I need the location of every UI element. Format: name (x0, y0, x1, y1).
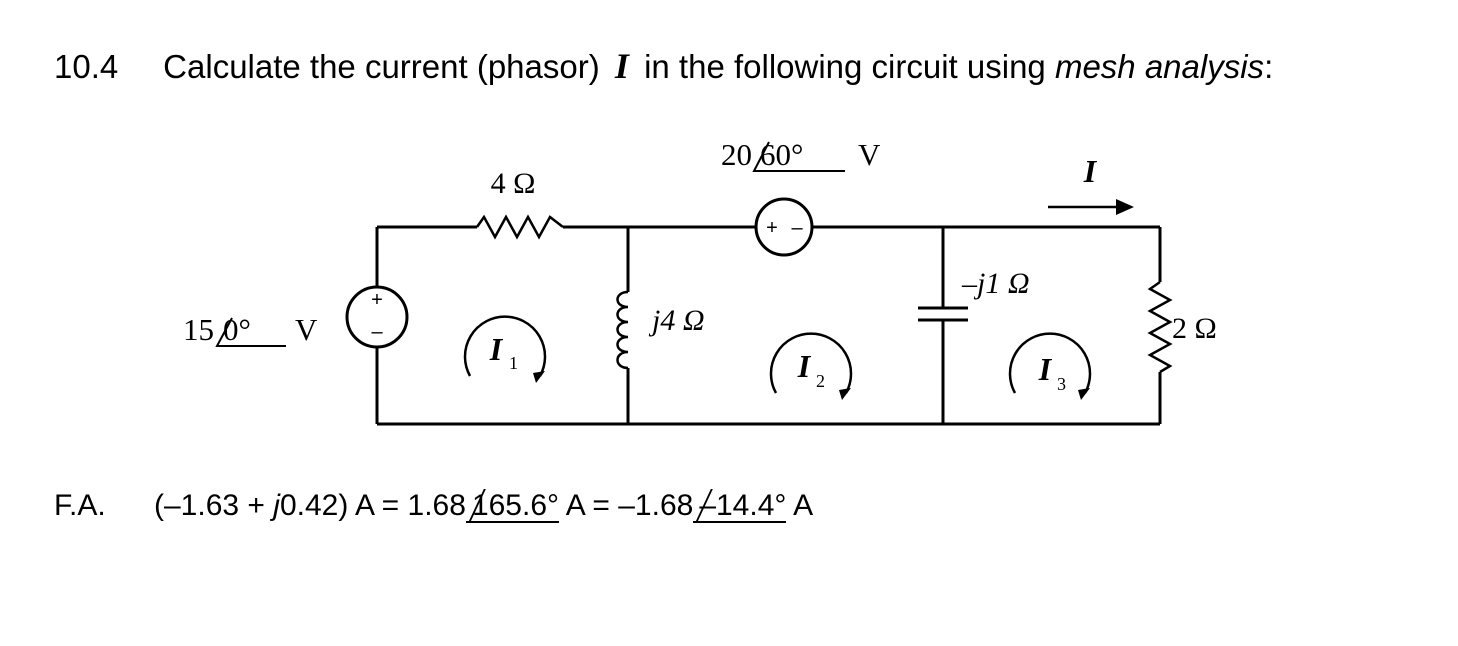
current-label: I (1083, 153, 1098, 189)
current-arrow-head (1116, 199, 1134, 215)
resistor-4-ohm (475, 214, 564, 240)
voltage-source-top-label: 20 60° V (721, 137, 881, 172)
voltage-source-top-angle: 60° (760, 137, 803, 172)
voltage-source-left-unit: V (295, 312, 318, 347)
resistor-2-ohm-label: 2 Ω (1172, 312, 1217, 345)
voltage-source-left-magnitude: 15 (183, 312, 214, 347)
inductor-coil (616, 290, 629, 370)
resistor-2-ohm (1147, 280, 1173, 374)
angle-symbol-left (215, 317, 286, 347)
circuit-wires (375, 225, 1162, 426)
answer-end: A (786, 489, 814, 522)
mesh-label-i1: I (489, 331, 504, 367)
problem-variable: I (614, 46, 629, 86)
mesh-current-i3: I 3 (1008, 332, 1092, 400)
answer-label: F.A. (54, 489, 106, 522)
mesh-arrowhead-i2 (839, 388, 851, 400)
mesh-current-i2: I 2 (769, 332, 853, 400)
problem-text-before: Calculate the current (phasor) (163, 48, 600, 85)
mesh-sub-i2: 2 (816, 371, 825, 391)
answer-rect-j: j (273, 489, 280, 522)
problem-statement: 10.4 Calculate the current (phasor) I in… (54, 44, 1273, 89)
capacitor-label: –j1 Ω (961, 267, 1030, 300)
voltage-source-left-minus: – (371, 321, 383, 343)
mesh-sub-i1: 1 (509, 353, 518, 373)
problem-number: 10.4 (54, 48, 119, 85)
problem-text-after: : (1264, 48, 1274, 85)
voltage-source-left-angle: 0° (223, 312, 251, 347)
mesh-label-i2: I (797, 348, 812, 384)
resistor-4-ohm-label: 4 Ω (491, 167, 536, 200)
voltage-source-top-minus: – (791, 217, 803, 239)
mesh-arrowhead-i1 (533, 371, 545, 383)
mesh-sub-i3: 3 (1057, 374, 1066, 394)
voltage-source-top-unit: V (858, 137, 881, 172)
voltage-source-left-label: 15 0° V (183, 312, 318, 347)
mesh-arc-i2 (769, 332, 853, 394)
inductor-label: j4 Ω (648, 304, 705, 337)
answer-middle: A = –1.68 (559, 489, 694, 522)
angle-symbol-top (752, 141, 845, 172)
mesh-arrowhead-i3 (1078, 388, 1090, 400)
voltage-source-left-plus: + (371, 289, 383, 311)
problem-method: mesh analysis (1054, 48, 1265, 85)
answer-polar-angle: 165.6° (465, 491, 560, 523)
voltage-source-top (754, 197, 814, 257)
mesh-current-i1: I 1 (463, 315, 547, 383)
mesh-arc-i3 (1008, 332, 1092, 394)
voltage-source-left (345, 285, 409, 349)
answer-rect-close: 0.42) A = 1.68 (279, 489, 466, 522)
mesh-label-i3: I (1038, 351, 1053, 387)
voltage-source-top-magnitude: 20 (721, 137, 752, 172)
answer-polar-angle-2: –14.4° (693, 491, 787, 523)
problem-text-middle: in the following circuit using (644, 48, 1046, 85)
mesh-arc-i1 (463, 315, 547, 377)
answer-rect-open: (–1.63 + (154, 489, 274, 522)
voltage-source-top-plus: + (766, 217, 778, 239)
